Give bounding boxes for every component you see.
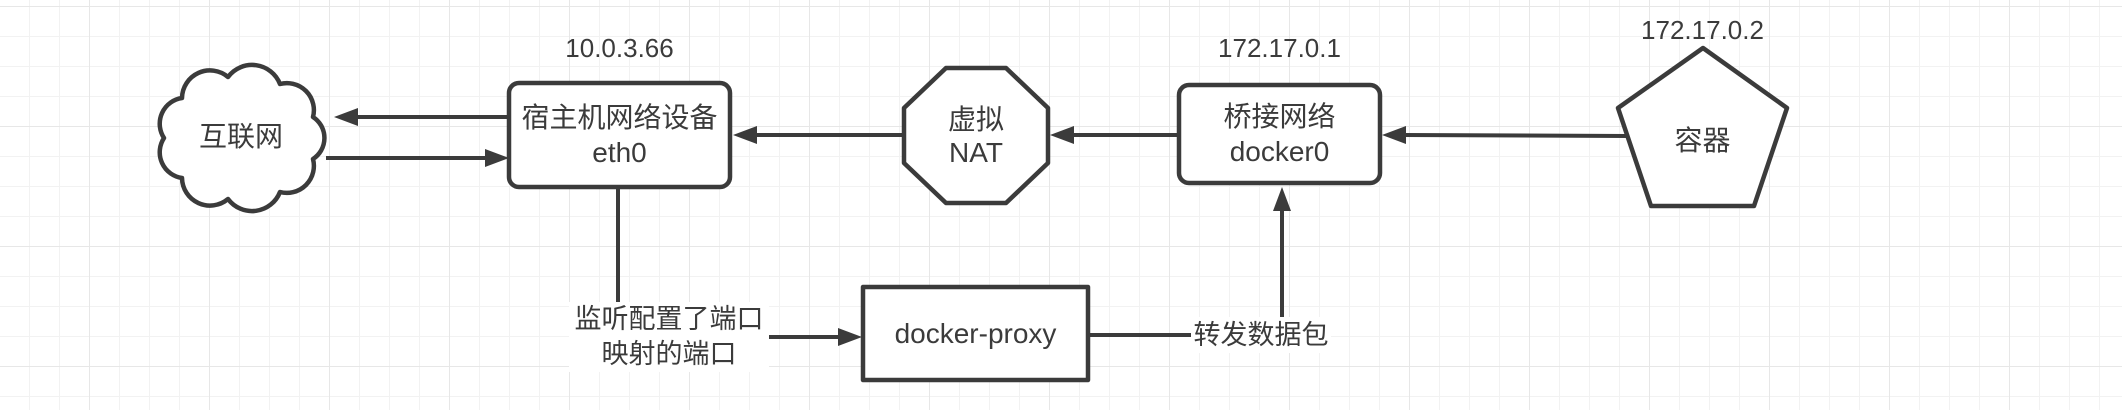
internet-label-text: 互联网	[198, 121, 283, 152]
internet-cloud-shape	[157, 62, 327, 214]
bridge-docker0-box	[1176, 82, 1383, 186]
docker-proxy-box	[860, 284, 1091, 383]
docker0-ip-label: 172.17.0.1	[1218, 33, 1341, 63]
edge-container-to-docker0	[1403, 133, 1629, 138]
arrowhead-to-dockerproxy	[838, 328, 862, 346]
virtual-nat-octagon	[901, 65, 1051, 206]
host-eth0-label: 宿主机网络设备 eth0	[521, 102, 718, 168]
container-ip-label: 172.17.0.2	[1641, 15, 1764, 45]
arrowhead-to-docker0-bottom	[1273, 187, 1291, 211]
listen-port-mapping-edge-label: 监听配置了端口 映射的端口	[569, 302, 769, 372]
host-eth0-box	[506, 80, 733, 190]
forward-packets-edge-label: 转发数据包	[1191, 317, 1331, 353]
docker-proxy-label: docker-proxy	[894, 318, 1057, 349]
arrowhead-to-nat	[1050, 126, 1074, 144]
arrowhead-to-docker0-right	[1382, 126, 1406, 144]
bridge-docker0-label: 桥接网络 docker0	[1223, 101, 1336, 167]
internet-node-label: 互联网	[150, 63, 332, 210]
arrowhead-to-eth0-bottom	[485, 149, 509, 167]
eth0-ip-label: 10.0.3.66	[565, 33, 674, 63]
arrowhead-to-eth0-right	[733, 126, 757, 144]
virtual-nat-label: 虚拟 NAT	[947, 103, 1004, 168]
arrowhead-to-internet	[334, 108, 358, 126]
container-label: 容器	[1674, 124, 1731, 156]
container-pentagon	[1615, 45, 1790, 209]
